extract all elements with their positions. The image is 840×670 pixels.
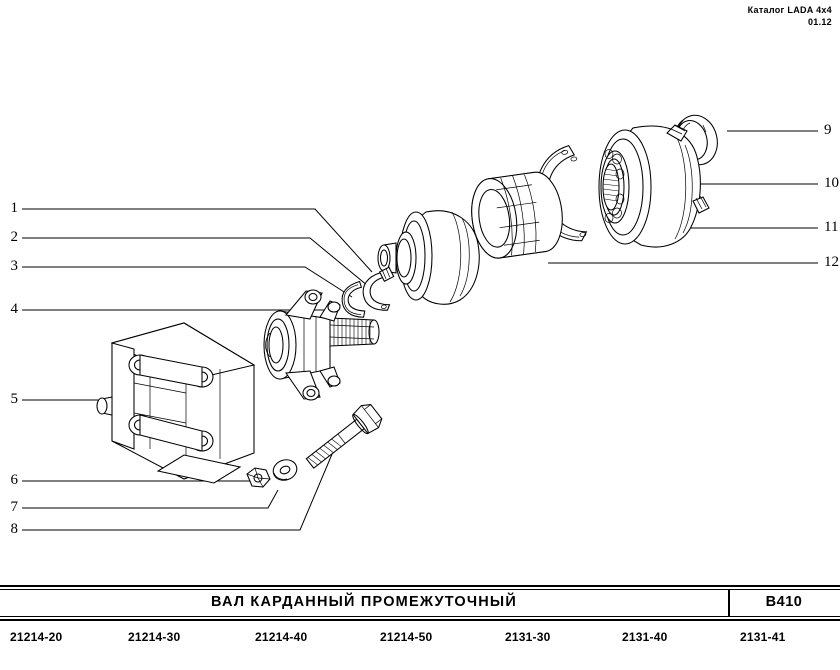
rule-top-inner [0, 589, 840, 590]
model-code: 2131-40 [622, 630, 668, 644]
model-code: 21214-30 [128, 630, 181, 644]
rule-bot-inner [0, 616, 840, 617]
plate-title: ВАЛ КАРДАННЫЙ ПРОМЕЖУТОЧНЫЙ [211, 594, 517, 610]
callout-4: 4 [10, 301, 19, 317]
callout-7: 7 [10, 499, 19, 515]
callout-8: 8 [10, 521, 19, 537]
part-washer [270, 456, 299, 483]
callout-3: 3 [10, 258, 19, 274]
splined-shaft [330, 318, 379, 346]
callout-2: 2 [10, 229, 19, 245]
callout-11: 11 [824, 219, 839, 235]
catalog-date-code: 01.12 [807, 17, 832, 28]
part-cv-joint-housing [599, 125, 709, 247]
leader-lines-right [548, 131, 818, 263]
model-code: 21214-50 [380, 630, 433, 644]
callout-10: 10 [824, 175, 839, 191]
callout-5: 5 [10, 391, 19, 407]
part-split-clamp-band [529, 145, 589, 247]
part-cv-boot-assembly [378, 211, 479, 305]
leader-lines-left [22, 209, 372, 530]
rule-bot-outer [0, 619, 840, 621]
model-code: 2131-41 [740, 630, 786, 644]
rule-top-outer [0, 585, 840, 587]
part-snap-ring-circlip [340, 281, 366, 320]
part-end-cap [672, 111, 723, 169]
part-small-clamp-ring [359, 267, 399, 314]
callout-6: 6 [10, 472, 19, 488]
part-bolt [301, 401, 384, 475]
housing-lugs [667, 125, 709, 213]
model-code: 2131-30 [505, 630, 551, 644]
catalog-title: Каталог LADA 4x4 [747, 5, 832, 15]
callout-1: 1 [10, 200, 19, 216]
callout-9: 9 [824, 122, 832, 138]
catalog-header: Каталог LADA 4x4 01.12 [748, 4, 832, 28]
title-code-divider [728, 589, 730, 616]
model-code: 21214-20 [10, 630, 63, 644]
part-nut [247, 468, 270, 487]
callout-12: 12 [824, 254, 839, 270]
model-code: 21214-40 [255, 630, 308, 644]
plate-code: В410 [765, 594, 803, 610]
part-mounting-bracket [97, 323, 254, 483]
bracket-bolt-bosses [129, 355, 213, 451]
part-flange-yoke [264, 290, 379, 400]
model-code-row: 21214-20 21214-30 21214-40 21214-50 2131… [0, 630, 840, 654]
part-ribbed-collar [467, 169, 567, 261]
yoke-mounting-ears [286, 290, 340, 400]
